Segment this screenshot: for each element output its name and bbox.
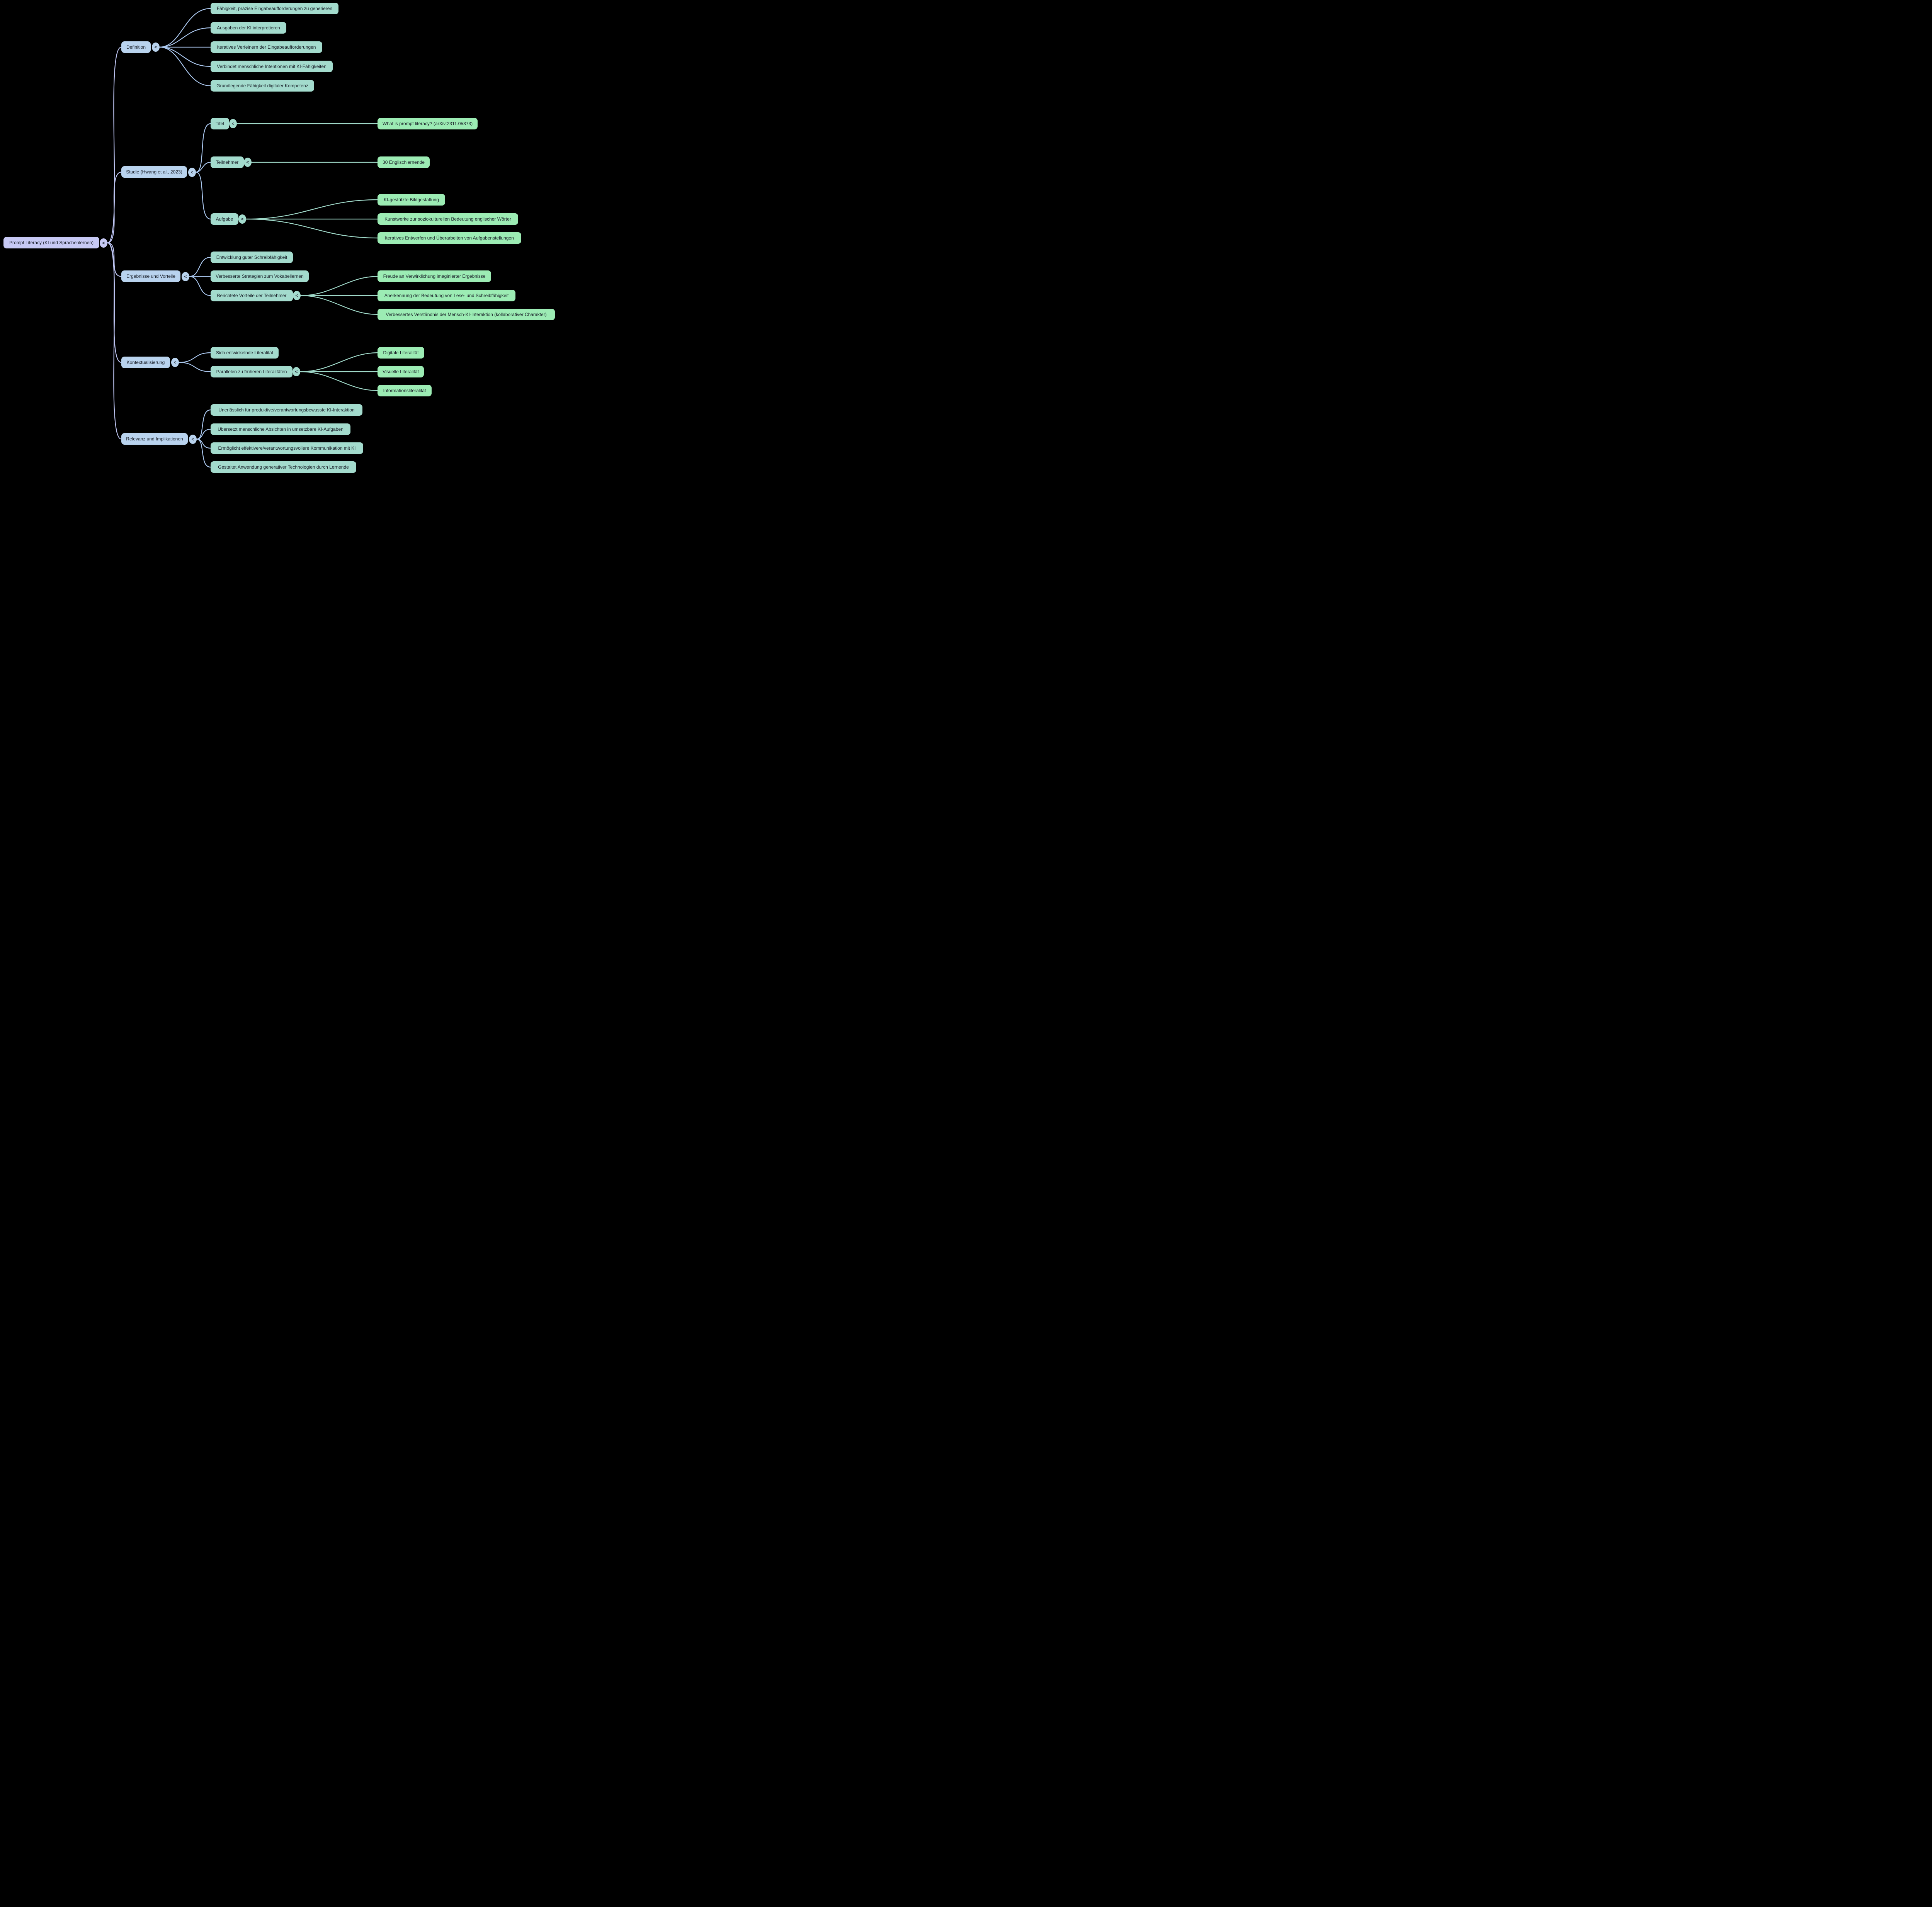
- node-definition-child[interactable]: Iteratives Verfeinern der Eingabeaufford…: [211, 41, 322, 53]
- chevron-left-icon: <: [173, 360, 177, 365]
- collapse-toggle-root[interactable]: <: [100, 238, 107, 248]
- chevron-left-icon: <: [241, 216, 244, 222]
- node-relevanz-child[interactable]: Übersetzt menschliche Absichten in umset…: [211, 423, 350, 435]
- collapse-toggle[interactable]: <: [238, 214, 246, 224]
- node-vorteil[interactable]: Anerkennung der Bedeutung von Lese- und …: [378, 290, 515, 301]
- chevron-left-icon: <: [295, 369, 298, 374]
- edge: [107, 242, 122, 277]
- node-kontextualisierung[interactable]: Kontextualisierung: [121, 357, 170, 368]
- node-parallelen[interactable]: Parallelen zu früheren Literalitäten: [211, 366, 293, 377]
- node-definition-child[interactable]: Ausgaben der KI interpretieren: [211, 22, 286, 34]
- collapse-toggle[interactable]: <: [244, 158, 252, 167]
- node-root[interactable]: Prompt Literacy (KI und Sprachenlernen): [3, 237, 99, 248]
- edge: [299, 352, 378, 372]
- node-relevanz-child[interactable]: Unerlässlich für produktive/verantwortun…: [211, 404, 362, 416]
- node-relevanz-child[interactable]: Gestaltet Anwendung generativer Technolo…: [211, 461, 356, 473]
- chevron-left-icon: <: [184, 274, 187, 279]
- edge: [189, 257, 211, 277]
- node-aufgabe-child[interactable]: KI-gestützte Bildgestaltung: [378, 194, 445, 206]
- node-ergebnisse[interactable]: Ergebnisse und Vorteile: [121, 270, 180, 282]
- node-berichtete-vorteile[interactable]: Berichtete Vorteile der Teilnehmer: [211, 290, 293, 301]
- node-literalitaet[interactable]: Visuelle Literalität: [378, 366, 424, 377]
- node-kontext-child[interactable]: Sich entwickelnde Literalität: [211, 347, 279, 359]
- chevron-left-icon: <: [190, 169, 194, 175]
- node-literalitaet[interactable]: Digitale Literalität: [378, 347, 424, 359]
- node-ergebnisse-child[interactable]: Verbesserte Strategien zum Vokabellernen: [211, 270, 309, 282]
- chevron-left-icon: <: [154, 44, 157, 50]
- node-vorteil[interactable]: Freude an Verwirklichung imaginierter Er…: [378, 270, 491, 282]
- node-relevanz-child[interactable]: Ermöglicht effektivere/verantwortungsvol…: [211, 442, 363, 454]
- edge: [196, 439, 211, 468]
- node-titel-value[interactable]: What is prompt literacy? (arXiv:2311.053…: [378, 118, 478, 129]
- chevron-left-icon: <: [295, 293, 298, 298]
- edge-layer: [107, 8, 378, 468]
- collapse-toggle[interactable]: <: [188, 167, 196, 177]
- node-ergebnisse-child[interactable]: Entwicklung guter Schreibfähigkeit: [211, 252, 293, 263]
- chevron-left-icon: <: [191, 436, 194, 442]
- edge: [195, 123, 211, 173]
- node-definition[interactable]: Definition: [121, 41, 151, 53]
- node-teilnehmer-value[interactable]: 30 Englischlernende: [378, 156, 430, 168]
- node-definition-child[interactable]: Fähigkeit, präzise Eingabeaufforderungen…: [211, 3, 338, 14]
- mindmap-canvas: Prompt Literacy (KI und Sprachenlernen) …: [0, 0, 566, 477]
- edge: [195, 172, 211, 220]
- edge: [196, 409, 211, 440]
- edge: [196, 439, 211, 449]
- edge: [300, 295, 378, 315]
- collapse-toggle[interactable]: <: [171, 358, 179, 367]
- chevron-left-icon: <: [231, 121, 235, 126]
- node-studie[interactable]: Studie (Hwang et al., 2023): [121, 166, 187, 178]
- chevron-left-icon: <: [102, 240, 105, 246]
- edge: [245, 218, 378, 239]
- edge: [107, 242, 122, 440]
- chevron-left-icon: <: [246, 160, 249, 165]
- edge: [159, 8, 211, 48]
- edge: [195, 161, 211, 173]
- collapse-toggle[interactable]: <: [189, 434, 197, 444]
- edge: [178, 352, 211, 363]
- node-aufgabe[interactable]: Aufgabe: [211, 213, 238, 225]
- edge: [196, 428, 211, 440]
- node-vorteil[interactable]: Verbessertes Verständnis der Mensch-KI-I…: [378, 309, 555, 320]
- edge: [300, 276, 378, 296]
- node-titel[interactable]: Titel: [211, 118, 229, 129]
- node-relevanz[interactable]: Relevanz und Implikationen: [121, 433, 188, 445]
- edge: [299, 371, 378, 391]
- edge: [107, 46, 122, 243]
- node-definition-child[interactable]: Grundlegende Fähigkeit digitaler Kompete…: [211, 80, 314, 92]
- edge: [159, 46, 211, 87]
- collapse-toggle[interactable]: <: [293, 367, 300, 376]
- collapse-toggle[interactable]: <: [229, 119, 237, 128]
- node-aufgabe-child[interactable]: Kunstwerke zur soziokulturellen Bedeutun…: [378, 213, 518, 225]
- edge: [159, 46, 211, 67]
- edge: [107, 172, 122, 243]
- edge: [189, 276, 211, 296]
- edge: [245, 199, 378, 220]
- edge: [178, 362, 211, 372]
- edge: [159, 27, 211, 48]
- node-literalitaet[interactable]: Informationsliteralität: [378, 385, 432, 396]
- node-teilnehmer[interactable]: Teilnehmer: [211, 156, 244, 168]
- node-definition-child[interactable]: Verbindet menschliche Intentionen mit KI…: [211, 61, 333, 72]
- collapse-toggle[interactable]: <: [293, 291, 301, 300]
- collapse-toggle[interactable]: <: [182, 272, 189, 281]
- node-aufgabe-child[interactable]: Iteratives Entwerfen und Überarbeiten vo…: [378, 232, 521, 244]
- collapse-toggle[interactable]: <: [152, 42, 160, 52]
